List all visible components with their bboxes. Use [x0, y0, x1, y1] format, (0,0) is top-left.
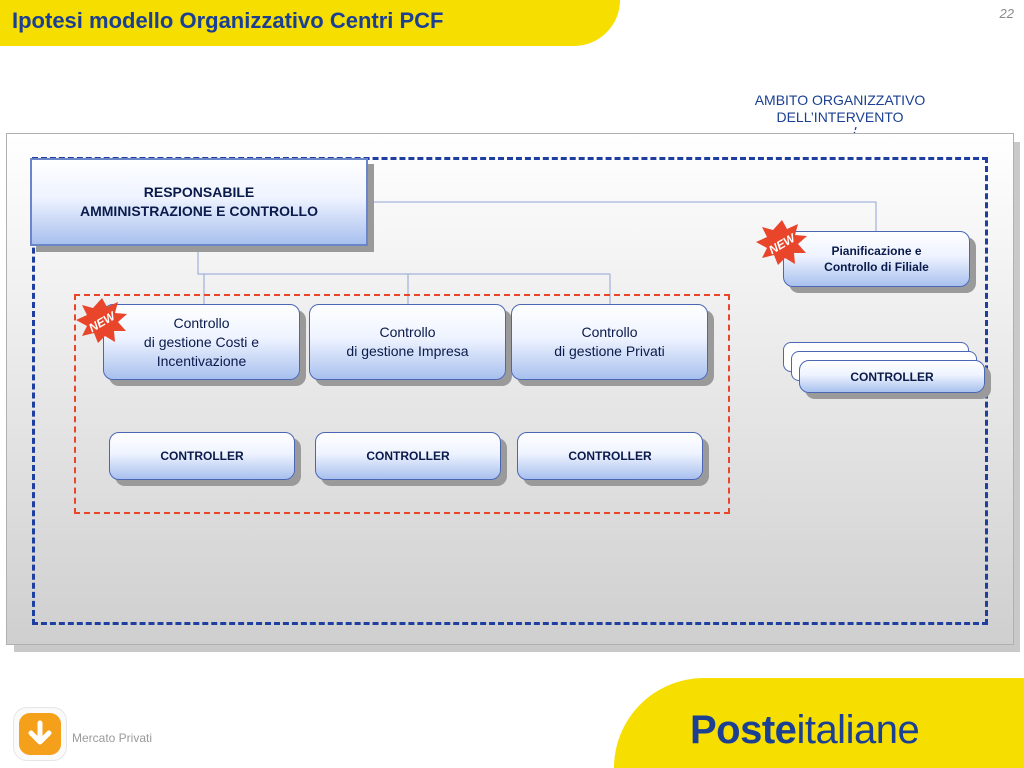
- logo-band: [614, 678, 1024, 768]
- mercato-privati-icon: [13, 707, 67, 761]
- function-box-privati: Controllo di gestione Privati: [511, 304, 708, 380]
- responsabile-box: RESPONSABILE AMMINISTRAZIONE E CONTROLLO: [30, 158, 368, 246]
- logo-regular: italiane: [796, 708, 920, 752]
- poste-italiane-logo: Posteitaliane: [690, 708, 920, 753]
- controller-box: CONTROLLER: [315, 432, 501, 480]
- function-label: Controllo di gestione Costi e Incentivaz…: [143, 314, 260, 369]
- pianificazione-box: Pianificazione e Controllo di Filiale: [783, 231, 970, 287]
- header-band: [0, 0, 620, 46]
- controller-label: CONTROLLER: [850, 369, 934, 384]
- responsabile-label: RESPONSABILE AMMINISTRAZIONE E CONTROLLO: [80, 184, 318, 219]
- organizational-scope-frame: [32, 157, 988, 625]
- function-box-costi: Controllo di gestione Costi e Incentivaz…: [103, 304, 300, 380]
- new-structure-frame: [74, 294, 730, 514]
- logo-bold: Poste: [690, 708, 797, 752]
- controller-label: CONTROLLER: [366, 449, 450, 463]
- scope-label-text: AMBITO ORGANIZZATIVO DELL’INTERVENTO: [754, 92, 926, 125]
- pianificazione-label: Pianificazione e Controllo di Filiale: [824, 244, 929, 274]
- function-label: Controllo di gestione Privati: [554, 324, 665, 359]
- page-number: 22: [999, 6, 1014, 21]
- function-label: Controllo di gestione Impresa: [346, 324, 469, 359]
- function-box-impresa: Controllo di gestione Impresa: [309, 304, 506, 380]
- filiale-controller-box: CONTROLLER: [799, 360, 985, 393]
- new-badge-costi: NEW: [76, 298, 127, 343]
- controller-box: CONTROLLER: [109, 432, 295, 480]
- footer-section-label: Mercato Privati: [72, 731, 153, 745]
- page-title: Ipotesi modello Organizzativo Centri PCF: [12, 8, 444, 33]
- controller-label: CONTROLLER: [568, 449, 652, 463]
- new-badge-pianificazione: NEW: [756, 220, 807, 265]
- controller-label: CONTROLLER: [160, 449, 244, 463]
- controller-box: CONTROLLER: [517, 432, 703, 480]
- scope-label: AMBITO ORGANIZZATIVO DELL’INTERVENTO: [728, 92, 952, 126]
